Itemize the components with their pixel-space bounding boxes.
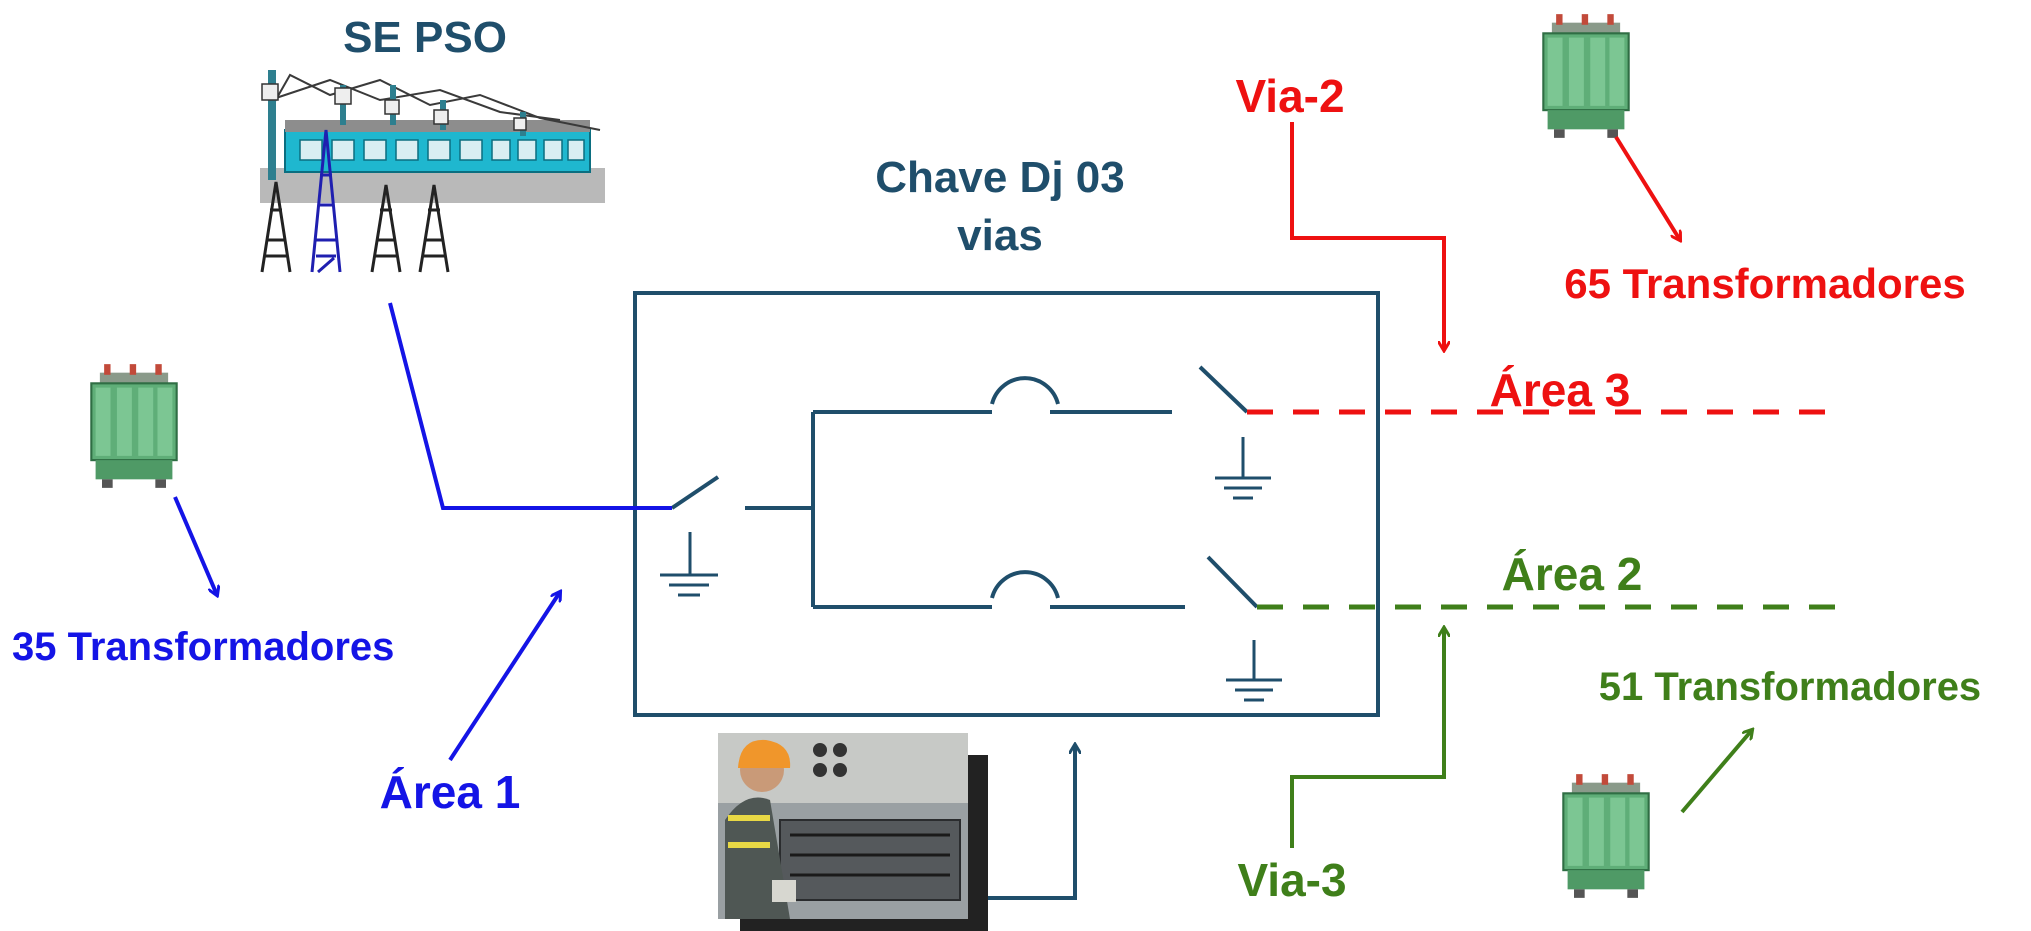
ground-icon: [1226, 640, 1282, 700]
area1-feeder-line: [390, 303, 672, 508]
area1-transformer-arrow: [175, 497, 217, 595]
area3-transformers-label: 65 Transformadores: [1564, 260, 1966, 307]
area2-transformers-label: 51 Transformadores: [1599, 665, 1981, 709]
switch-box: [635, 293, 1378, 715]
area2-transformer-arrow: [1682, 730, 1752, 812]
ground-icon: [1215, 437, 1271, 498]
transformer-icon: [91, 364, 176, 488]
via3-label: Via-3: [1237, 854, 1346, 906]
area3-label: Área 3: [1490, 364, 1631, 416]
area2-label: Área 2: [1502, 548, 1643, 600]
ground-icon: [660, 532, 718, 595]
transformer-icon: [1563, 774, 1648, 898]
area3-transformer-arrow: [1616, 137, 1680, 240]
switch-title-line1: Chave Dj 03: [875, 153, 1124, 202]
area1-transformers-label: 35 Transformadores: [12, 625, 394, 669]
via3-line: [1292, 628, 1444, 848]
transformer-icon: [1543, 14, 1628, 138]
area1-label: Área 1: [380, 766, 521, 818]
via2-line: [1292, 122, 1444, 350]
worker-photo: [718, 733, 988, 931]
worker-arrow: [988, 745, 1075, 898]
substation-icon: [260, 70, 605, 272]
via2-label: Via-2: [1235, 70, 1344, 122]
area1-arrow: [450, 592, 560, 760]
switch-title-line2: vias: [957, 211, 1043, 260]
substation-label: SE PSO: [343, 13, 507, 62]
